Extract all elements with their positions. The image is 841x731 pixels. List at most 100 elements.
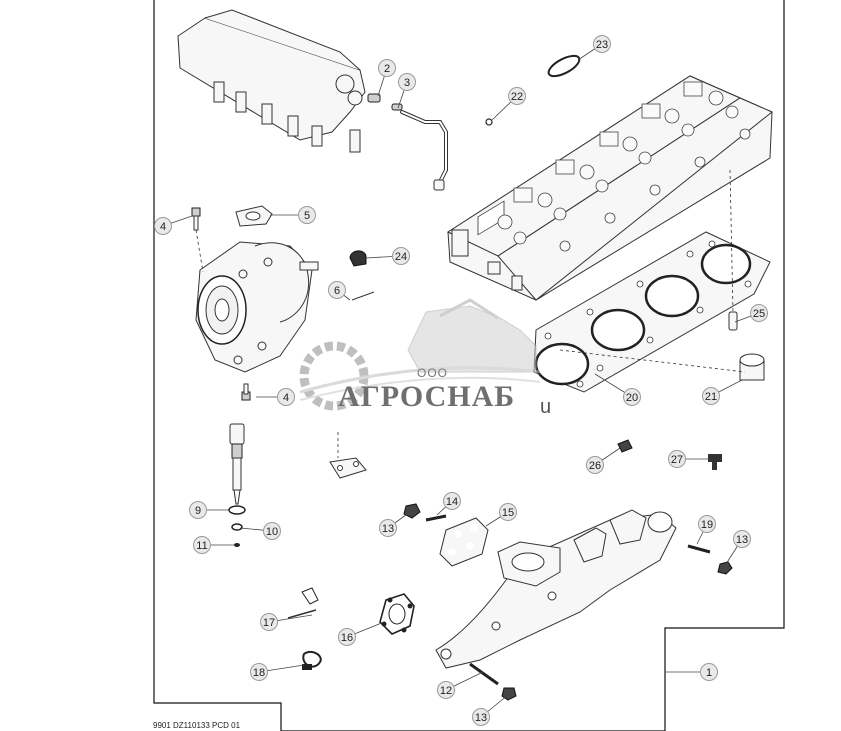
callout-label: 2 [384, 63, 390, 75]
line-6 [351, 291, 375, 301]
stud-14 [425, 514, 447, 522]
callout-bubble [189, 501, 207, 519]
callout-bubble [593, 35, 611, 53]
document-code: 9901 DZ110133 PCD 01 [153, 721, 241, 730]
callout-label: 24 [395, 251, 407, 263]
sensor-26 [617, 439, 633, 453]
gasket-16 [379, 593, 415, 635]
callout-12: 12 [437, 671, 484, 699]
stud-12 [469, 662, 499, 686]
callout-13b: 13 [725, 530, 751, 565]
callout-label: 4 [160, 221, 166, 233]
callout-label: 18 [253, 667, 265, 679]
callout-bubble [700, 663, 718, 681]
callout-label: 14 [446, 496, 458, 508]
callout-13c: 13 [472, 694, 509, 726]
callout-1: 1 [665, 663, 718, 681]
drawing-frame [153, 0, 785, 731]
callout-label: 1 [706, 667, 712, 679]
callout-bubble [277, 388, 295, 406]
stud-19 [687, 544, 711, 554]
callout-bubble [668, 450, 686, 468]
callout-label: 11 [196, 540, 207, 552]
callout-19: 19 [696, 515, 716, 545]
callout-bubble [154, 217, 172, 235]
callout-bubble [472, 708, 490, 726]
callout-6: 6 [328, 281, 351, 301]
dowel-pin-25 [728, 311, 738, 331]
sensor-17 [287, 587, 319, 619]
bolt-4-lower [241, 383, 251, 401]
clamp-24 [349, 250, 367, 267]
callout-11: 11 [193, 536, 234, 554]
callout-17: 17 [260, 613, 313, 631]
callout-bubble [586, 456, 604, 474]
callout-label: 21 [705, 391, 717, 403]
callout-label: 13 [475, 712, 487, 724]
callout-15: 15 [485, 503, 517, 527]
clamp-18 [302, 650, 322, 670]
sensor-27 [708, 454, 722, 470]
seal-22 [485, 118, 493, 126]
callout-bubble [437, 681, 455, 699]
callout-bubble [260, 613, 278, 631]
callout-bubble [508, 87, 526, 105]
callout-label: 5 [304, 210, 310, 222]
callout-bubble [338, 628, 356, 646]
callout-bubble [193, 536, 211, 554]
callout-5: 5 [270, 206, 316, 224]
callout-9: 9 [189, 501, 230, 519]
callout-bubble [702, 387, 720, 405]
sleeve-21 [739, 353, 765, 381]
callout-label: 15 [502, 507, 514, 519]
callout-label: 27 [671, 454, 683, 466]
callout-25: 25 [734, 304, 768, 323]
watermark-suffix: u [540, 396, 552, 418]
callout-23: 23 [577, 35, 611, 61]
callout-label: 3 [404, 77, 410, 89]
callout-label: 23 [596, 39, 608, 51]
callout-bubble [379, 519, 397, 537]
exhaust-manifold [435, 509, 677, 669]
callout-27: 27 [668, 450, 708, 468]
callout-label: 10 [266, 526, 278, 538]
callout-4a: 4 [154, 215, 193, 235]
washer-10 [231, 523, 243, 531]
callout-22: 22 [491, 87, 526, 121]
callout-label: 17 [263, 617, 275, 629]
callout-2: 2 [377, 59, 396, 97]
callout-bubble [623, 388, 641, 406]
callout-4b: 4 [256, 388, 295, 406]
callout-label: 16 [341, 632, 353, 644]
callout-20: 20 [594, 373, 641, 406]
callout-bubble [698, 515, 716, 533]
bolt-4-upper [191, 207, 201, 231]
callout-label: 13 [736, 534, 748, 546]
callout-label: 12 [440, 685, 452, 697]
gasket-5 [235, 205, 273, 227]
callout-label: 4 [283, 392, 289, 404]
callout-label: 13 [382, 523, 394, 535]
callout-bubble [750, 304, 768, 322]
callout-bubble [328, 281, 346, 299]
callout-10: 10 [239, 522, 281, 540]
callout-label: 19 [701, 519, 713, 531]
bracket [329, 457, 367, 479]
nut-13-right [717, 561, 733, 575]
callout-bubble [398, 73, 416, 91]
fitting-3 [391, 103, 403, 111]
nut-13-upper [403, 503, 421, 519]
washer-9 [228, 505, 246, 515]
callout-bubble [392, 247, 410, 265]
callout-bubble [250, 663, 268, 681]
seal-11 [234, 543, 240, 547]
callout-24: 24 [365, 247, 410, 265]
watermark-logo [299, 298, 541, 411]
callout-label: 20 [626, 392, 638, 404]
watermark-company-name: АГРОСНАБ [338, 380, 516, 413]
callout-bubble [378, 59, 396, 77]
callout-bubble [443, 492, 461, 510]
turbocharger [195, 241, 319, 373]
